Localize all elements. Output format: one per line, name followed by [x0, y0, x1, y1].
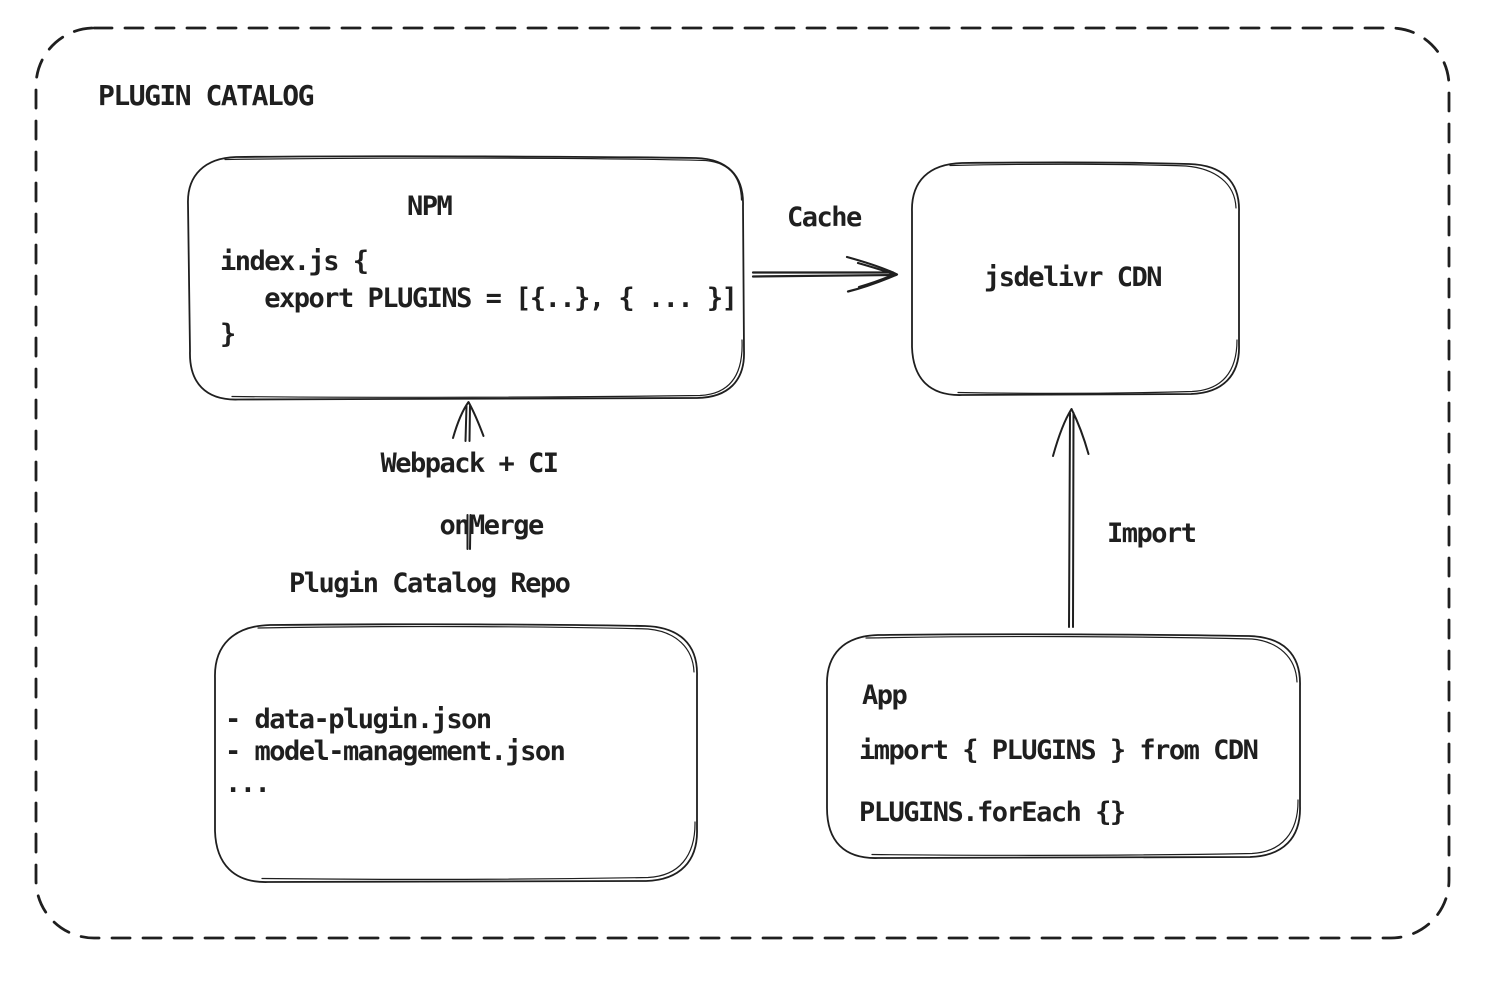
import-arrow-label: Import [1107, 518, 1197, 549]
build-arrow-tail [466, 514, 472, 550]
cache-arrow [751, 255, 899, 293]
npm-box-title: NPM [407, 191, 453, 222]
build-arrow-label-line2: onMerge [439, 510, 544, 541]
build-arrow [452, 401, 485, 442]
app-box-title: App [862, 680, 908, 711]
app-box-shape [826, 633, 1301, 859]
build-arrow-label-line1: Webpack + CI [380, 448, 559, 479]
cdn-box-shape [911, 161, 1240, 396]
repo-box-files: - data-plugin.json - model-management.js… [225, 704, 566, 799]
repo-box-shape [214, 623, 698, 883]
npm-box-shape [187, 155, 745, 401]
npm-box-code: index.js { export PLUGINS = [{..}, { ...… [220, 246, 738, 350]
import-arrow [1052, 408, 1090, 628]
cache-arrow-label: Cache [787, 202, 862, 233]
catalog-frame-title: PLUGIN CATALOG [98, 79, 315, 112]
cdn-box-title: jsdelivr CDN [984, 262, 1163, 293]
catalog-frame-border [34, 26, 1451, 940]
app-box-import-line: import { PLUGINS } from CDN [859, 735, 1259, 766]
app-box-foreach-line: PLUGINS.forEach {} [859, 797, 1126, 828]
repo-box-heading: Plugin Catalog Repo [289, 568, 571, 599]
build-arrow-label: Webpack + CI onMerge [339, 448, 599, 541]
